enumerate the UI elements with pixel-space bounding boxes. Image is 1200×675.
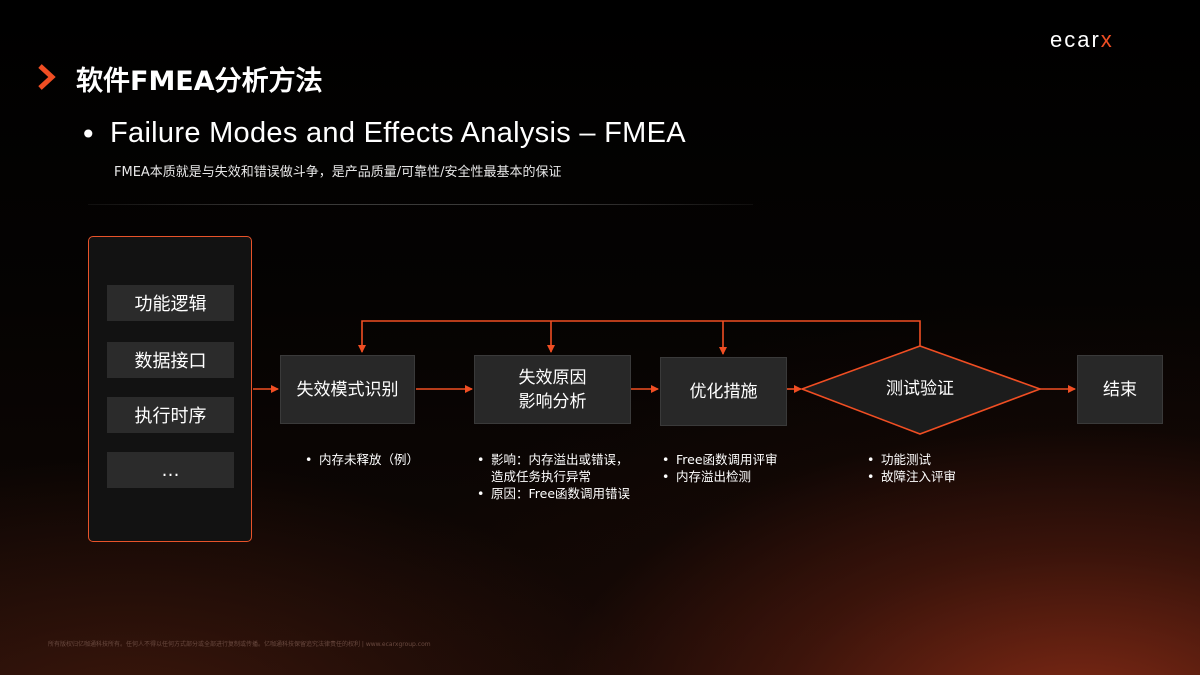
list-item: 影响：内存溢出或错误，	[475, 451, 630, 468]
list-item: 功能测试	[865, 451, 956, 468]
list-item: 内存未释放（例）	[303, 451, 419, 468]
step-end: 结束	[1077, 355, 1163, 424]
step-failure-cause-line2: 影响分析	[518, 391, 587, 412]
section-subtitle: FMEA本质就是与失效和错误做斗争，是产品质量/可靠性/安全性最基本的保证	[114, 165, 562, 180]
step-optimize: 优化措施	[660, 357, 787, 426]
notes-verify: 功能测试 故障注入评审	[865, 451, 956, 485]
step-failure-cause-line1: 失效原因	[518, 367, 587, 388]
bullet-icon: •	[80, 118, 97, 151]
list-item: 内存溢出检测	[660, 468, 778, 485]
step-failure-cause: 失效原因 影响分析	[474, 355, 631, 424]
input-item-more: …	[107, 452, 234, 488]
copyright-footer: 所有版权归亿咖通科技所有。任何人不得以任何方式部分或全部进行复制或传播。亿咖通科…	[48, 641, 431, 648]
feedback-loop-line	[358, 320, 921, 353]
page-title: 软件FMEA分析方法	[76, 66, 323, 97]
notes-failure-cause: 影响：内存溢出或错误， 造成任务执行异常 原因：Free函数调用错误	[475, 451, 630, 502]
section-heading: Failure Modes and Effects Analysis – FME…	[110, 117, 686, 149]
ecarx-logo: ecarx	[1050, 27, 1114, 53]
notes-failure-mode: 内存未释放（例）	[303, 451, 419, 468]
list-item-continuation: 造成任务执行异常	[491, 469, 592, 484]
chevron-right-icon	[38, 64, 56, 90]
list-item: 原因：Free函数调用错误	[475, 485, 630, 502]
logo-text: ecar	[1050, 27, 1101, 52]
step-verify-label: 测试验证	[886, 378, 954, 399]
input-panel: 功能逻辑 数据接口 执行时序 …	[88, 236, 252, 542]
list-item: Free函数调用评审	[660, 451, 778, 468]
list-item: 造成任务执行异常	[475, 468, 630, 485]
verify-diamond	[799, 345, 1043, 435]
notes-optimize: Free函数调用评审 内存溢出检测	[660, 451, 778, 485]
input-item-data-interface: 数据接口	[107, 342, 234, 378]
logo-x-mark: x	[1100, 27, 1114, 52]
list-item: 故障注入评审	[865, 468, 956, 485]
input-item-logic: 功能逻辑	[107, 285, 234, 321]
step-failure-mode: 失效模式识别	[280, 355, 415, 424]
input-item-timing: 执行时序	[107, 397, 234, 433]
divider	[88, 204, 753, 205]
